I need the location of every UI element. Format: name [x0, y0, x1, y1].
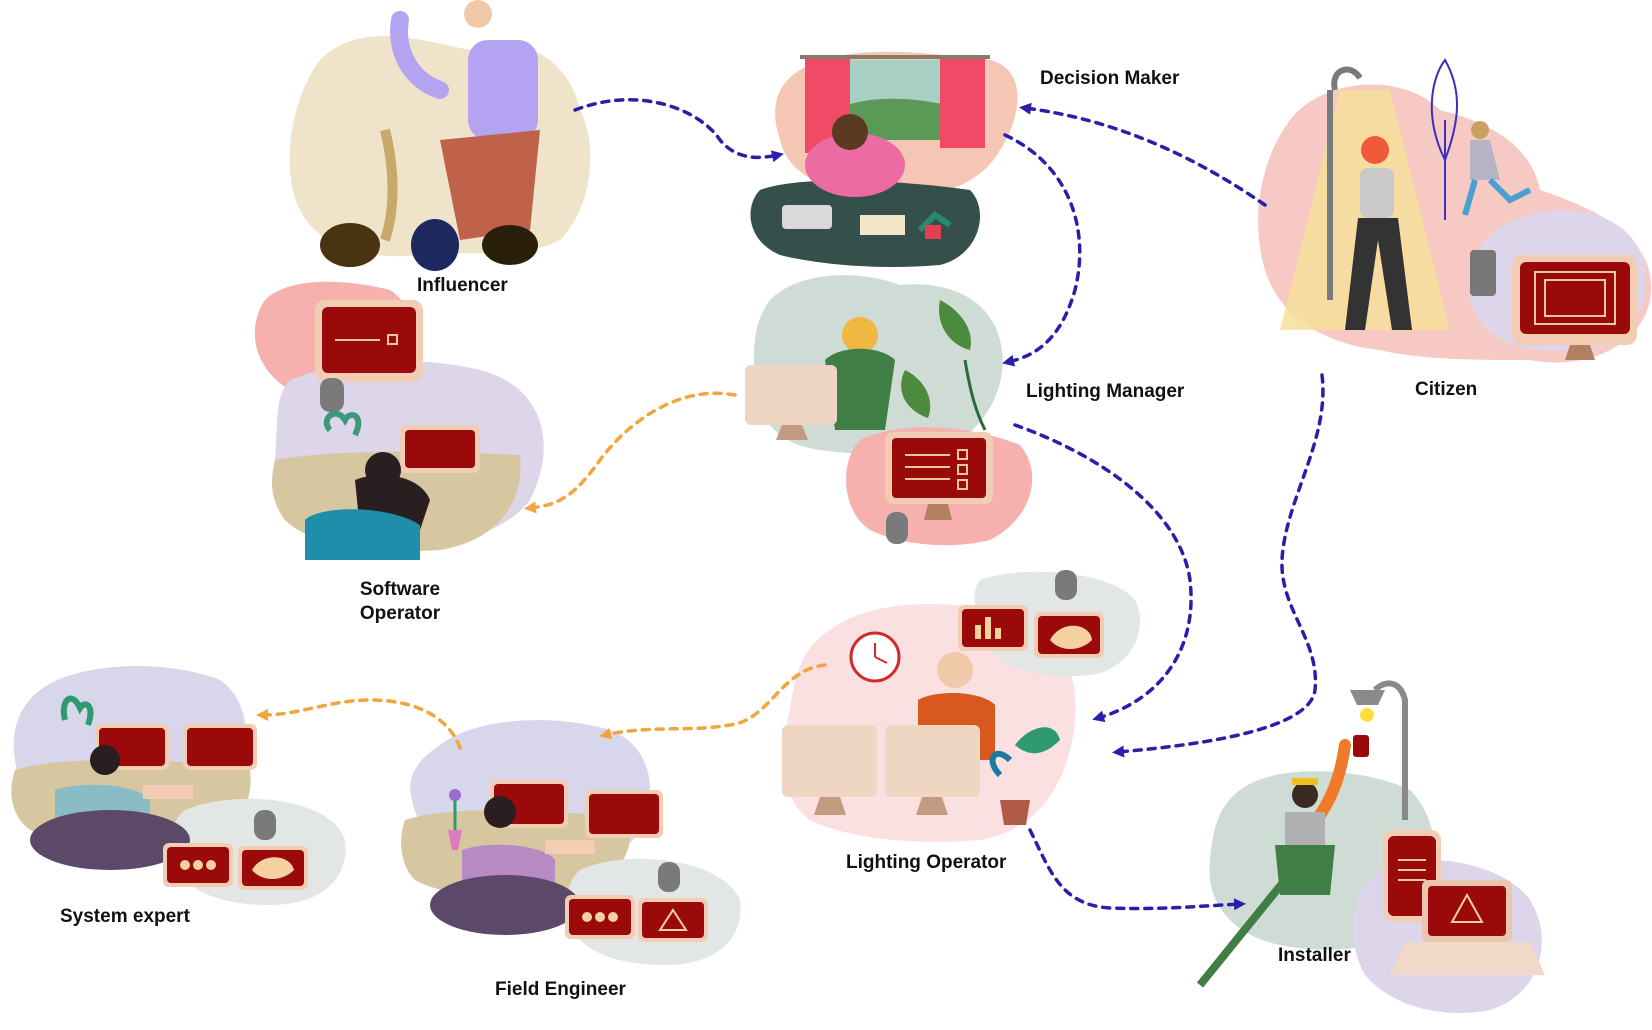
arrow-field-engineer-to-system-expert [256, 698, 462, 750]
label-software-operator-line1: Software [359, 579, 441, 600]
label-software-operator-line2: Operator [359, 603, 441, 624]
field-engineer-illustration [401, 720, 741, 965]
label-software-operator: Software Operator [340, 578, 460, 626]
label-decision-maker: Decision Maker [1040, 68, 1180, 89]
influencer-illustration [289, 0, 591, 271]
system-expert-illustration [11, 666, 346, 905]
label-installer: Installer [1278, 945, 1351, 966]
lighting-operator-illustration [782, 570, 1140, 842]
decision-maker-illustration [750, 51, 1018, 267]
label-field-engineer: Field Engineer [495, 979, 626, 1000]
arrow-citizen-to-lighting-operator [1112, 373, 1325, 758]
label-citizen: Citizen [1415, 379, 1478, 400]
lighting-manager-illustration [745, 275, 1033, 546]
label-lighting-operator: Lighting Operator [846, 852, 1007, 873]
label-influencer: Influencer [417, 275, 508, 296]
installer-illustration [1196, 680, 1545, 1014]
arrow-lighting-operator-to-field-engineer [599, 663, 827, 740]
arrow-citizen-to-decision-maker [1019, 102, 1267, 207]
arrow-influencer-to-decision-maker [573, 98, 784, 163]
primary-flow-arrows [573, 98, 1325, 911]
secondary-flow-arrows [256, 391, 827, 750]
arrow-lighting-manager-to-lighting-operator [1013, 423, 1193, 723]
arrow-lighting-manager-to-software-operator [524, 391, 737, 514]
software-operator-illustration [254, 281, 544, 560]
arrow-decision-maker-to-lighting-manager [1002, 133, 1082, 367]
citizen-illustration [1258, 58, 1652, 363]
label-lighting-manager: Lighting Manager [1026, 381, 1185, 402]
label-system-expert: System expert [60, 906, 190, 927]
arrow-lighting-operator-to-installer [1028, 828, 1246, 911]
